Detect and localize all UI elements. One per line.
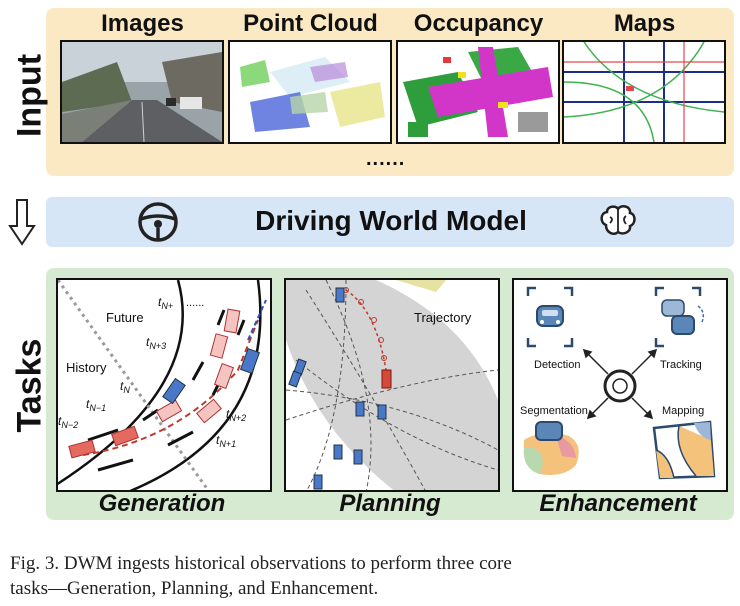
occupancy-thumbnail — [396, 40, 560, 144]
generation-future-label: Future — [106, 310, 144, 325]
down-arrow-icon — [8, 198, 36, 246]
images-thumbnail — [60, 40, 224, 144]
t-n-plus-1-label: tN+1 — [216, 433, 236, 449]
planning-label: Planning — [284, 490, 496, 518]
generation-t-dots: ...... — [186, 297, 204, 309]
steering-wheel-icon — [137, 201, 179, 243]
segmentation-icon — [524, 422, 579, 475]
maps-thumbnail — [562, 40, 726, 144]
point-cloud-thumbnail — [228, 40, 392, 144]
enhancement-panel: Detection Tracking Segmentation Mapping — [512, 278, 728, 492]
detection-icon — [528, 288, 572, 346]
mapping-label: Mapping — [662, 405, 704, 417]
t-n-plus-3-label: tN+3 — [146, 335, 166, 351]
brain-icon — [598, 203, 638, 239]
t-n-plus-label: tN+ — [158, 295, 173, 311]
detection-label: Detection — [534, 359, 580, 371]
input-title-images: Images — [60, 10, 225, 38]
input-title-occupancy: Occupancy — [396, 10, 561, 38]
planning-panel: Trajectory — [284, 278, 500, 492]
hub-brain-icon — [613, 379, 627, 393]
t-n-label: tN — [120, 379, 130, 395]
t-n-minus-2-label: tN−2 — [58, 414, 78, 430]
input-title-point-cloud: Point Cloud — [228, 10, 393, 38]
caption-line-2: tasks—Generation, Planning, and Enhancem… — [10, 576, 732, 601]
input-side-label: Input — [11, 46, 50, 146]
tasks-side-label: Tasks — [11, 336, 50, 436]
planning-trajectory-label: Trajectory — [414, 310, 472, 325]
input-ellipsis: ...... — [366, 148, 405, 171]
caption-line-1: Fig. 3. DWM ingests historical observati… — [10, 551, 732, 576]
t-n-minus-1-label: tN−1 — [86, 397, 106, 413]
segmentation-label: Segmentation — [520, 405, 588, 417]
input-title-maps: Maps — [562, 10, 727, 38]
dwm-title: Driving World Model — [236, 205, 546, 237]
mapping-icon — [654, 422, 714, 478]
enhancement-label: Enhancement — [512, 490, 724, 518]
generation-label: Generation — [56, 490, 268, 518]
generation-panel: Future History tN+ ...... tN+3 tN tN−1 t… — [56, 278, 272, 492]
tracking-icon — [656, 288, 703, 346]
generation-history-label: History — [66, 360, 107, 375]
figure-caption: Fig. 3. DWM ingests historical observati… — [10, 551, 732, 601]
tracking-label: Tracking — [660, 359, 702, 371]
